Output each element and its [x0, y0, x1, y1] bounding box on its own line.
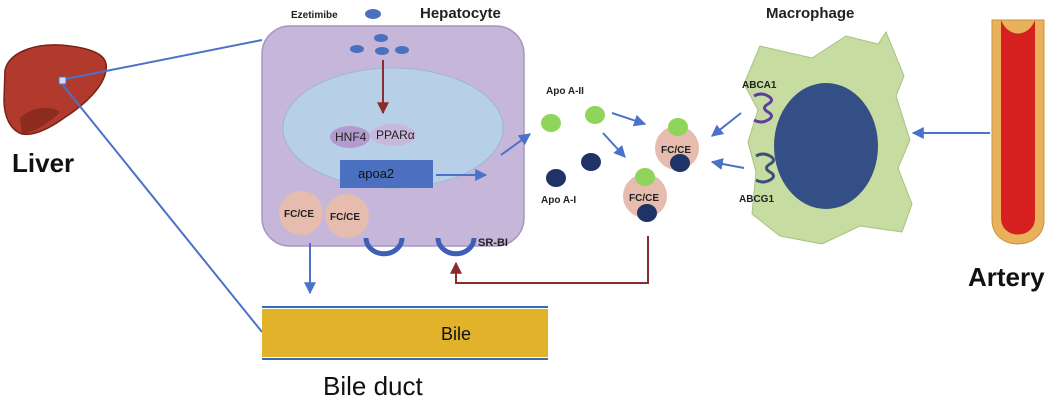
bile-label: Bile	[441, 324, 471, 344]
ezetimibe-molecules-in-cell	[350, 34, 409, 55]
hnf4-blob	[330, 126, 370, 148]
macrophage-label: Macrophage	[766, 5, 854, 22]
bile-duct	[262, 309, 548, 357]
apo-a1-particle-2	[581, 153, 601, 171]
sr-bi-receptor-2	[435, 237, 477, 257]
abcg1-transporter	[755, 152, 775, 184]
fcce-label-hdl-1: FC/CE	[661, 145, 691, 156]
apoa2-label: apoa2	[358, 166, 394, 181]
fcce-particle-hepatocyte-1	[279, 191, 323, 235]
hdl-particle-lower	[623, 168, 667, 222]
fcce-label-1: FC/CE	[284, 209, 314, 220]
sr-bi-label: SR-BI	[478, 237, 508, 249]
hdl-return-arrow	[450, 236, 649, 284]
apo-a2-particle-2	[585, 106, 605, 124]
apo-a2-label: Apo A-II	[546, 86, 584, 97]
fcce-particle-hepatocyte-2	[325, 194, 369, 238]
abca1-efflux-arrow	[711, 112, 742, 137]
ppar-label: PPARα	[376, 128, 415, 142]
secretion-arrow	[500, 133, 531, 156]
zoom-line-bile-duct	[61, 83, 263, 333]
hnf4-label: HNF4	[335, 130, 367, 144]
apo-a1-particle-1	[546, 169, 566, 187]
fcce-label-2: FC/CE	[330, 212, 360, 223]
fcce-label-hdl-2: FC/CE	[629, 193, 659, 204]
ezetimibe-molecule	[365, 9, 381, 19]
zoom-line-hepatocyte	[65, 39, 263, 80]
apo-a1-label: Apo A-I	[541, 195, 576, 206]
artery-lumen	[1001, 20, 1035, 235]
apo-a2-to-hdl-arrow	[611, 112, 647, 127]
bile-duct-label: Bile duct	[323, 371, 423, 400]
ezetimibe-label: Ezetimibe	[291, 10, 338, 21]
abcg1-label: ABCG1	[739, 194, 774, 205]
hepatocyte-label: Hepatocyte	[420, 5, 501, 22]
macrophage-nucleus	[774, 83, 878, 209]
liver-label: Liver	[12, 148, 74, 178]
artery-label: Artery	[968, 262, 1045, 292]
abca1-label: ABCA1	[742, 80, 777, 91]
apoa2-gene-box	[340, 160, 433, 188]
abcg1-efflux-arrow	[710, 158, 745, 170]
abca1-transporter	[753, 92, 773, 124]
apo-a2-particle-1	[541, 114, 561, 132]
hdl-particle-upper	[655, 118, 699, 172]
apo-a2-to-hdl-arrow-2	[602, 132, 626, 158]
ppar-blob	[370, 124, 416, 146]
sr-bi-receptor-1	[363, 237, 405, 257]
